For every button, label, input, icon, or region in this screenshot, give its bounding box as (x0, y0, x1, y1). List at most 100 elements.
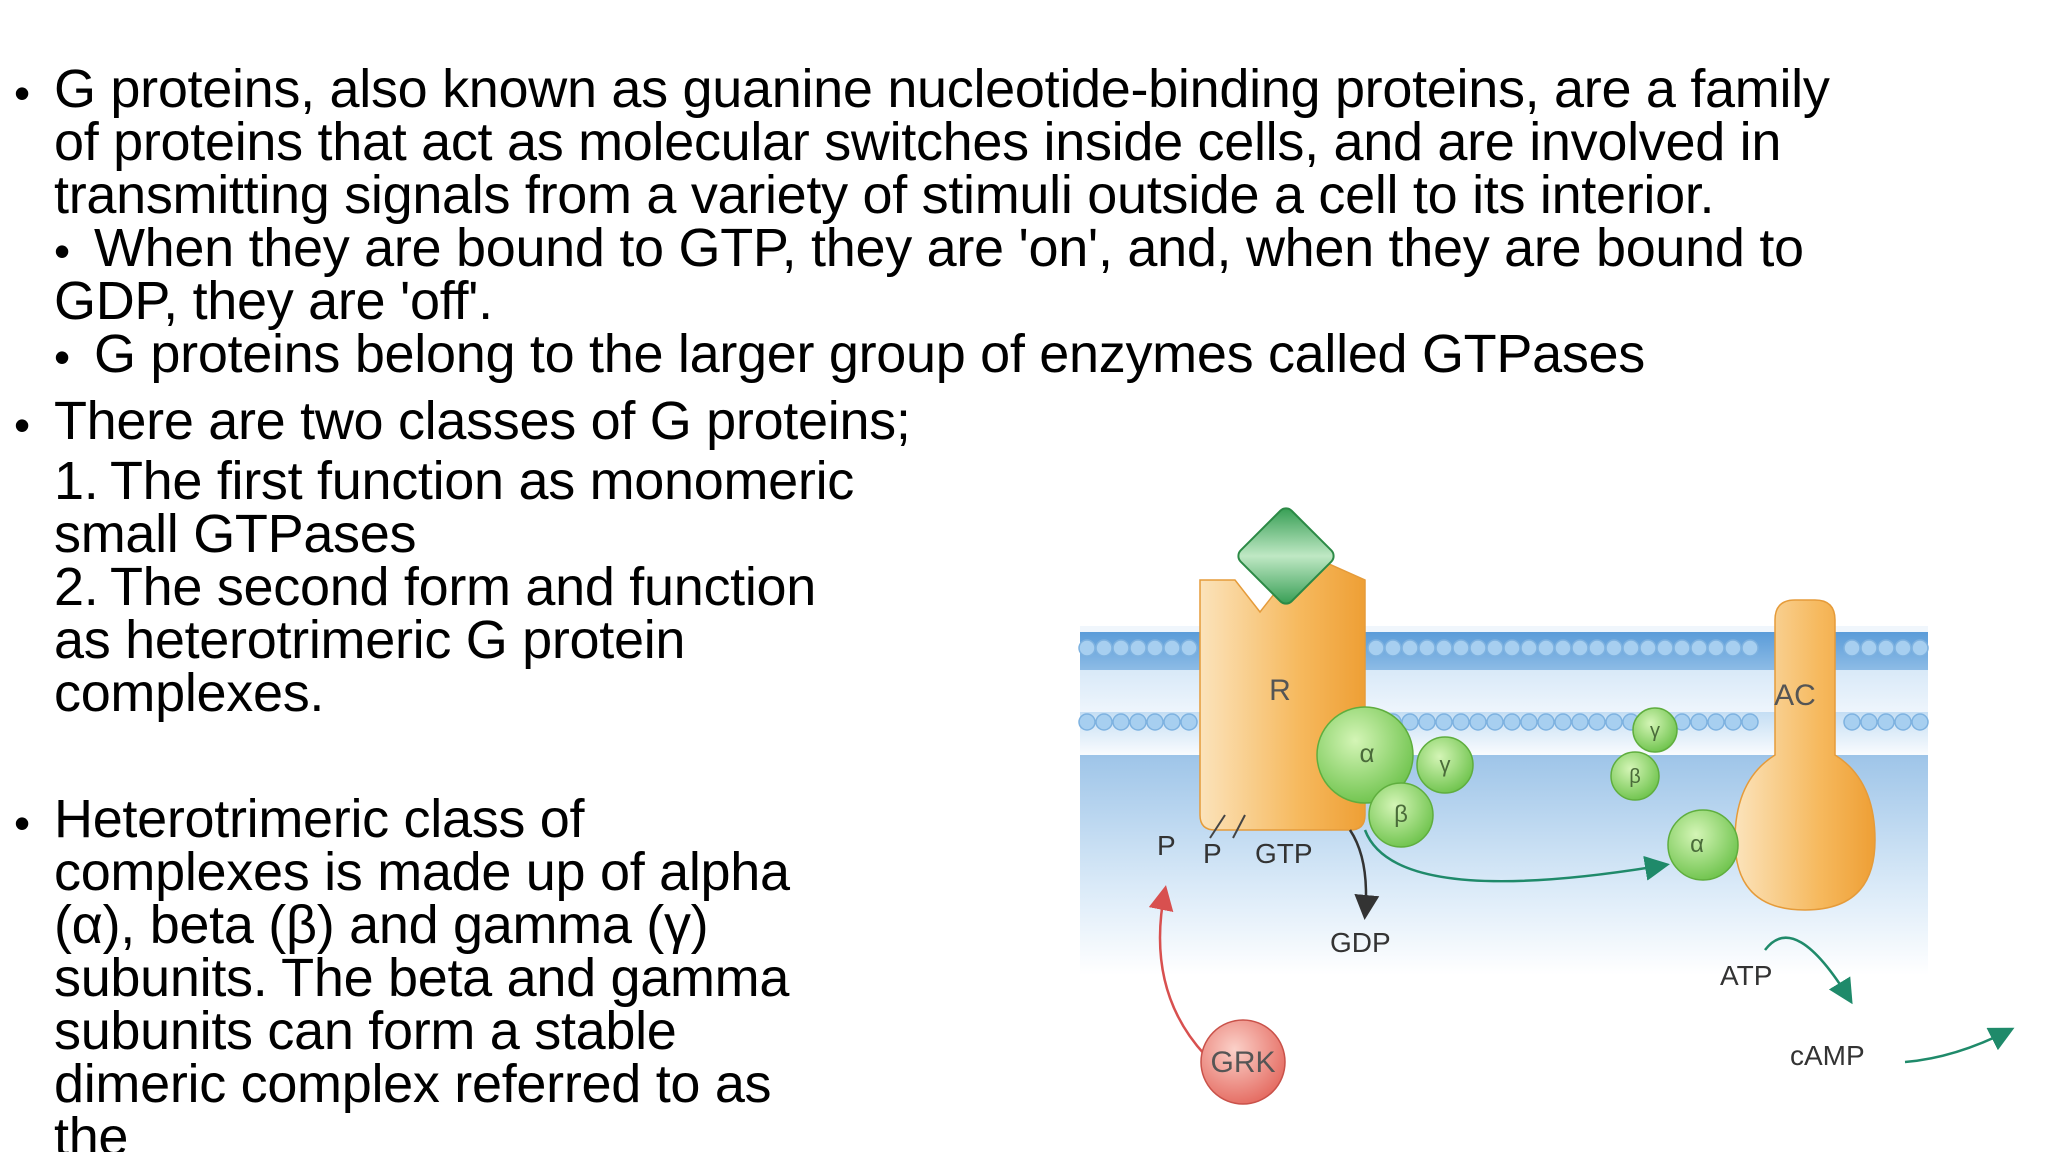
diagram-svg: R α γ β γ β (1078, 507, 2015, 1105)
lipid-head (1639, 639, 1657, 657)
lipid-head (1656, 639, 1674, 657)
bullet-3-line-2: complexes is made up of alpha (54, 842, 790, 902)
adenylyl-cyclase: AC (1734, 599, 1876, 911)
bullet-3-line-1: Heterotrimeric class of (54, 789, 585, 849)
lipid-head (1435, 639, 1453, 657)
bullet-marker: • (14, 399, 31, 451)
list-item-2-number: 2. (54, 557, 99, 617)
lipid-head (1860, 713, 1878, 731)
lipid-head (1707, 713, 1725, 731)
sub-bullet-1-line-1: When they are bound to GTP, they are 'on… (94, 218, 1804, 278)
lipid-head (1588, 639, 1606, 657)
lipid-head (1690, 639, 1708, 657)
phosphate-label: P (1203, 838, 1222, 869)
g-protein-trimer: α γ β (1316, 706, 1474, 848)
bullet-3-line-3: (α), beta (β) and gamma (γ) (54, 895, 709, 955)
lipid-head (1095, 639, 1113, 657)
lipid-head (1843, 639, 1861, 657)
lipid-head (1469, 639, 1487, 657)
lipid-head (1401, 639, 1419, 657)
lipid-head (1741, 713, 1759, 731)
lipid-head (1112, 713, 1130, 731)
lipid-head (1877, 713, 1895, 731)
bullet-marker: • (14, 797, 31, 849)
atp-label: ATP (1720, 960, 1772, 991)
lipid-head (1537, 639, 1555, 657)
bullet-1-line-3: transmitting signals from a variety of s… (54, 165, 1715, 225)
lipid-head (1843, 713, 1861, 731)
lipid-head (1571, 713, 1589, 731)
gtp-to-gdp-arrow (1348, 829, 1380, 920)
bullet-3-line-5: subunits can form a stable (54, 1001, 677, 1061)
lipid-head (1146, 639, 1164, 657)
sub-bullet-2-line-1: G proteins belong to the larger group of… (94, 324, 1645, 384)
lipid-head (1418, 639, 1436, 657)
sub-bullet-marker: • (54, 331, 71, 383)
bullet-3-line-7: the (54, 1107, 129, 1152)
lipid-head (1724, 713, 1742, 731)
list-item-2-line-2: as heterotrimeric G protein (54, 610, 686, 670)
lipid-head (1571, 639, 1589, 657)
camp-output-arrow (1904, 1027, 2015, 1064)
grk-phosphorylation-arrow (1148, 885, 1206, 1056)
lipid-head (1401, 713, 1419, 731)
lipid-head (1860, 639, 1878, 657)
phosphate-label: P (1157, 830, 1176, 861)
receptor-label: R (1269, 674, 1291, 707)
lipid-head (1435, 713, 1453, 731)
lipid-head (1537, 713, 1555, 731)
lipid-head (1163, 639, 1181, 657)
gamma-label: γ (1440, 752, 1451, 777)
list-item-1-number: 1. (54, 451, 99, 511)
lipid-head (1724, 639, 1742, 657)
bullet-1-line-1: G proteins, also known as guanine nucleo… (54, 59, 1830, 119)
bullet-2-line-1: There are two classes of G proteins; (54, 391, 911, 451)
lipid-head (1486, 713, 1504, 731)
ligand (1237, 507, 1335, 605)
list-item-2-line-1: The second form and function (110, 557, 817, 617)
lipid-head (1554, 639, 1572, 657)
bullet-3-line-4: subunits. The beta and gamma (54, 948, 790, 1008)
lipid-head (1078, 639, 1096, 657)
bullet-1-line-2: of proteins that act as molecular switch… (54, 112, 1782, 172)
lipid-head (1503, 713, 1521, 731)
alpha-subunit-active: α (1667, 809, 1739, 881)
lipid-head (1163, 713, 1181, 731)
beta-label: β (1394, 801, 1408, 828)
lipid-head (1673, 639, 1691, 657)
lipid-head (1112, 639, 1130, 657)
ac-label: AC (1774, 679, 1816, 712)
beta-label: β (1629, 766, 1641, 788)
lipid-head (1078, 713, 1096, 731)
lipid-head (1129, 713, 1147, 731)
lipid-head (1452, 639, 1470, 657)
gtp-label: GTP (1255, 838, 1313, 869)
lipid-head (1520, 713, 1538, 731)
list-item-1-line-1: The first function as monomeric (110, 451, 854, 511)
sub-bullet-1-line-2: GDP, they are 'off'. (54, 271, 493, 331)
list-item-1-line-2: small GTPases (54, 504, 417, 564)
gamma-label: γ (1650, 720, 1660, 742)
lipid-head (1605, 713, 1623, 731)
lipid-head (1622, 639, 1640, 657)
lipid-head (1486, 639, 1504, 657)
grk-label: GRK (1210, 1046, 1275, 1079)
lipid-head (1384, 639, 1402, 657)
g-protein-diagram: R α γ β γ β (1075, 500, 2048, 1152)
alpha-label: α (1690, 831, 1704, 858)
lipid-head (1741, 639, 1759, 657)
lipid-head (1877, 639, 1895, 657)
lipid-head (1129, 639, 1147, 657)
lipid-head (1452, 713, 1470, 731)
lipid-head (1894, 713, 1912, 731)
camp-label: cAMP (1790, 1040, 1865, 1071)
lipid-head (1707, 639, 1725, 657)
lipid-head (1554, 713, 1572, 731)
gdp-label: GDP (1330, 927, 1391, 958)
lipid-head (1503, 639, 1521, 657)
lipid-head (1469, 713, 1487, 731)
list-item-2-line-3: complexes. (54, 663, 325, 723)
lipid-head (1367, 639, 1385, 657)
lipid-head (1180, 713, 1198, 731)
